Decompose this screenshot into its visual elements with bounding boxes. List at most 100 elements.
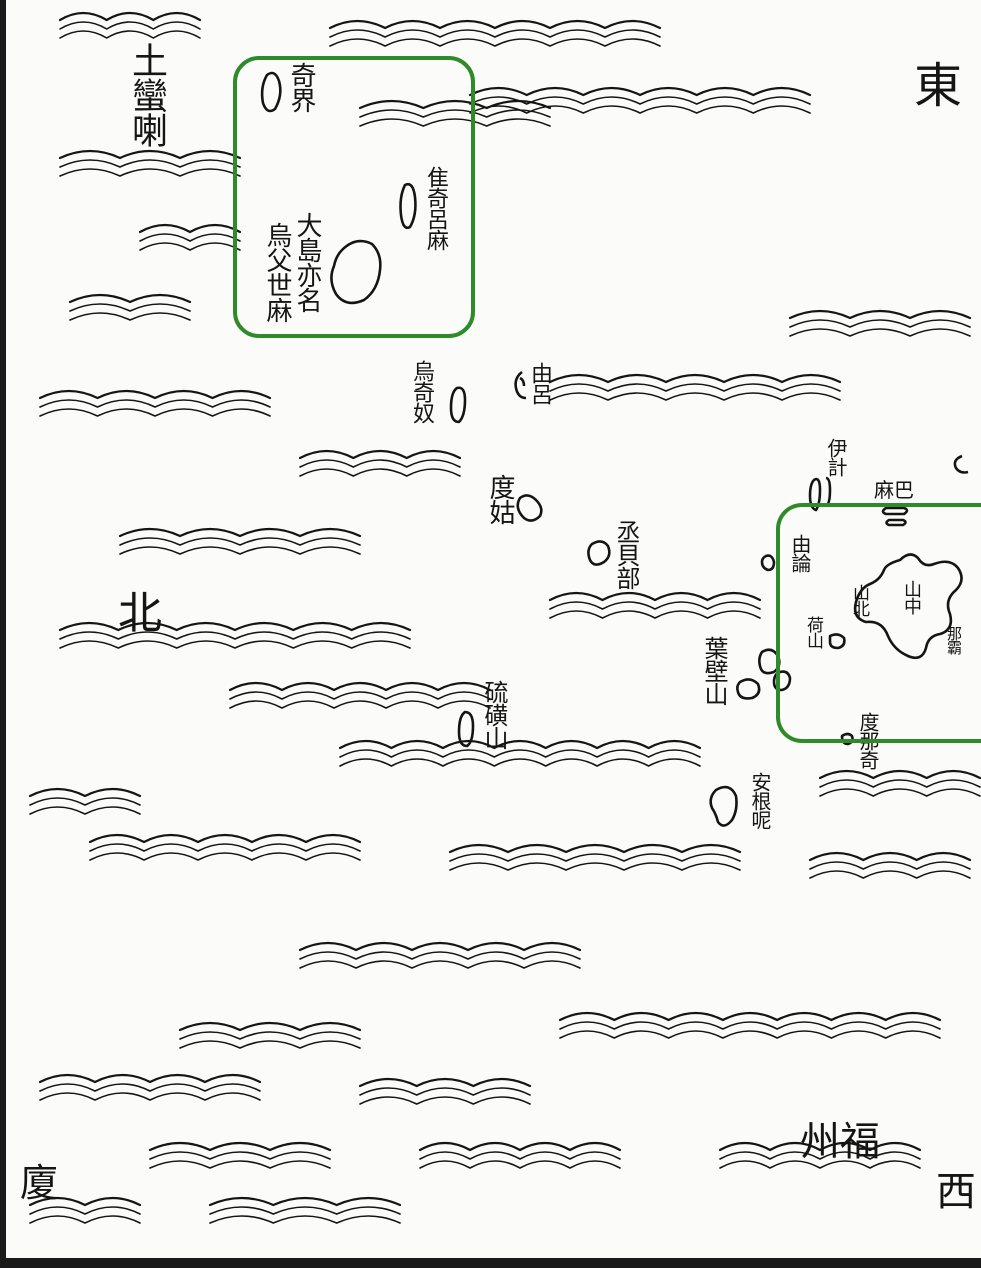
- wave-stroke: [58, 149, 242, 160]
- wave-stroke: [819, 779, 981, 788]
- wave-stroke: [358, 1077, 532, 1088]
- wave-stroke: [59, 21, 201, 30]
- label-shanbei: 山北: [849, 584, 869, 616]
- island-dadao: [330, 239, 382, 305]
- wave-stroke: [208, 1196, 402, 1207]
- label-naba: 那霸: [945, 626, 963, 654]
- wave-stroke: [789, 319, 971, 328]
- wave-stroke: [68, 293, 192, 304]
- map-border-bottom: [0, 1258, 981, 1268]
- island-annili: [709, 785, 738, 827]
- wave-stroke: [179, 1031, 361, 1040]
- wave-stroke: [28, 787, 142, 798]
- label-youlu: 由呂: [527, 362, 552, 404]
- wave-stroke: [449, 862, 741, 871]
- highlight-box-qijie-region: [233, 56, 475, 338]
- island-maba-2: [885, 518, 907, 527]
- wave-stroke: [719, 1151, 921, 1160]
- label-wuqinu: 烏奇奴: [409, 360, 434, 423]
- wave-stroke: [549, 610, 761, 619]
- wave-stroke: [149, 1160, 331, 1169]
- label-dugu: 度姑: [485, 474, 515, 524]
- map-border-left: [0, 0, 6, 1268]
- wave-stroke: [359, 1087, 531, 1096]
- wave-stroke: [298, 941, 582, 952]
- wave-stroke: [328, 19, 662, 30]
- wave-stroke: [338, 739, 702, 750]
- wave-stroke: [329, 29, 661, 38]
- wave-stroke: [229, 700, 491, 709]
- island-wuqinu: [449, 386, 467, 424]
- wave-stroke: [29, 797, 141, 806]
- wave-stroke: [788, 309, 972, 320]
- wave-stroke: [148, 1141, 332, 1152]
- wave-stroke: [719, 1160, 921, 1169]
- island-qijie: [260, 71, 282, 113]
- wave-stroke: [559, 1021, 941, 1030]
- wave-stroke: [329, 38, 661, 47]
- label-heshan: 荷山: [803, 616, 823, 648]
- wave-stroke: [299, 459, 461, 468]
- label-tuluhu: 土蠻喇: [126, 42, 167, 147]
- label-xiamen: 廈: [20, 1161, 59, 1205]
- label-youlun: 由論: [788, 534, 812, 572]
- wave-stroke: [39, 1083, 261, 1092]
- wave-stroke: [789, 328, 971, 337]
- wave-stroke: [59, 631, 411, 640]
- wave-stroke: [448, 843, 742, 854]
- wave-stroke: [229, 691, 491, 700]
- highlight-box-ryukyu-region: [776, 503, 981, 743]
- label-qijie: 奇界: [286, 62, 316, 112]
- wave-stroke: [549, 392, 841, 401]
- wave-stroke: [359, 118, 551, 127]
- wave-stroke: [469, 96, 811, 105]
- label-chengjiabu: 丞貝部: [612, 520, 640, 589]
- island-maba-1: [881, 506, 909, 516]
- wave-stroke: [39, 408, 271, 417]
- island-heshan: [828, 633, 846, 650]
- wave-stroke: [558, 1011, 942, 1022]
- wave-stroke: [138, 223, 242, 234]
- wave-stroke: [549, 383, 841, 392]
- wave-stroke: [209, 1215, 401, 1224]
- wave-stroke: [139, 242, 241, 251]
- wave-stroke: [339, 749, 701, 758]
- direction-east-label: 東: [914, 58, 963, 114]
- wave-stroke: [299, 960, 581, 969]
- island-okinawa: [853, 553, 963, 660]
- wave-stroke: [299, 951, 581, 960]
- wave-stroke: [29, 1206, 141, 1215]
- wave-stroke: [69, 312, 191, 321]
- label-yebishan: 葉壁山: [700, 636, 728, 705]
- wave-stroke: [419, 1160, 621, 1169]
- island-youlu: [514, 370, 527, 400]
- wave-stroke: [469, 105, 811, 114]
- wave-stroke: [59, 159, 241, 168]
- wave-stroke: [809, 861, 971, 870]
- island-liuhuang: [457, 710, 475, 748]
- wave-stroke: [59, 640, 411, 649]
- sea-waves: [28, 11, 981, 1224]
- wave-stroke: [359, 1096, 531, 1105]
- wave-stroke: [89, 843, 361, 852]
- wave-stroke: [299, 468, 461, 477]
- wave-stroke: [559, 1030, 941, 1039]
- wave-stroke: [119, 546, 361, 555]
- wave-stroke: [118, 527, 362, 538]
- wave-stroke: [339, 758, 701, 767]
- direction-west-label: 西: [936, 1169, 976, 1215]
- wave-stroke: [39, 1092, 261, 1101]
- wave-stroke: [548, 591, 762, 602]
- wave-stroke: [818, 769, 981, 780]
- wave-stroke: [298, 449, 462, 460]
- label-dadao-line1: 大島亦名: [292, 212, 322, 312]
- wave-stroke: [139, 233, 241, 242]
- island-dugu: [516, 494, 543, 522]
- wave-stroke: [58, 11, 202, 22]
- wave-stroke: [449, 853, 741, 862]
- label-jiqiluma: 隹奇呂麻: [423, 166, 448, 250]
- wave-stroke: [38, 1073, 262, 1084]
- wave-stroke: [808, 851, 972, 862]
- wave-stroke: [179, 1040, 361, 1049]
